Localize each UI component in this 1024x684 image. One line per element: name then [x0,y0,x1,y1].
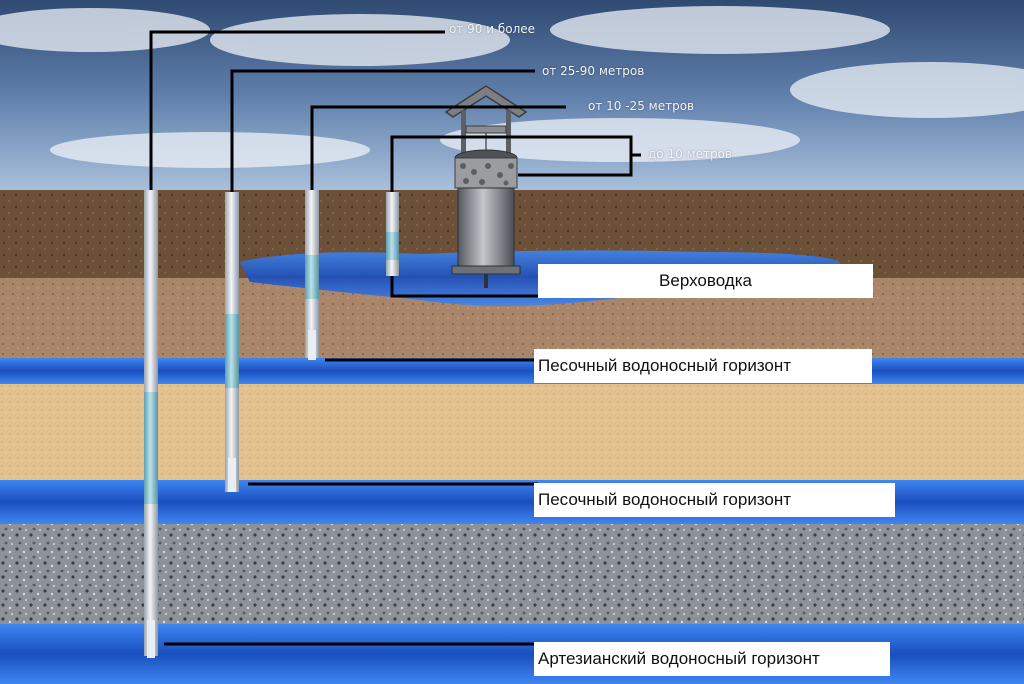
label-perched-water: Верховодка [538,264,873,298]
depth-leader-lines [149,30,641,192]
depth-label-shallow: от 10 -25 метров [588,99,695,113]
dug-well-icon [444,85,528,288]
label-sand-aquifer-lower: Песочный водоносный горизонт [534,483,895,517]
mid-well-pipe [225,192,239,492]
depth-label-deep: от 90 и более [449,22,536,36]
short-well-pipe [386,192,399,276]
deep-well-pipe [144,190,158,658]
label-artesian-aquifer: Артезианский водоносный горизонт [534,642,890,676]
layer-leader-lines [164,276,538,646]
depth-label-well: до 10 метров [648,147,732,161]
sand-layer [0,384,1024,480]
granite-layer [0,524,1024,624]
clouds [0,6,1024,168]
label-sand-aquifer-upper: Песочный водоносный горизонт [534,349,872,383]
depth-label-mid: от 25-90 метров [542,64,645,78]
shallow-well-pipe [305,190,319,360]
